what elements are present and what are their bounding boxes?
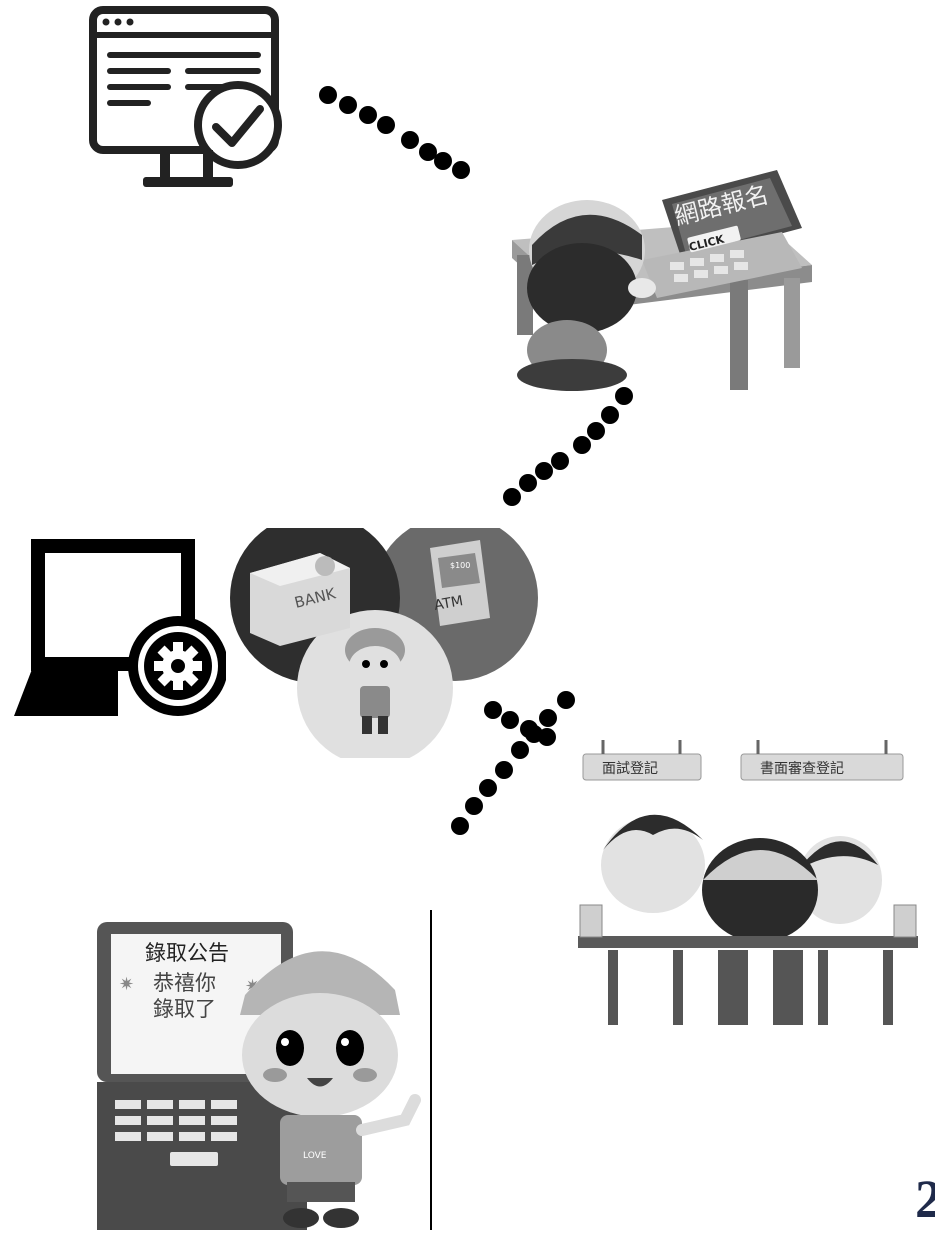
svg-text:✷: ✷: [119, 974, 134, 994]
congrats-line-2: 錄取了: [153, 997, 216, 1021]
online-registration-illustration: 網路報名 CLICK: [512, 170, 812, 398]
interview-sign: 面試登記: [602, 760, 658, 777]
congrats-line-1: 恭禧你: [153, 971, 216, 995]
registration-desk-illustration: 面試登記 書面審查登記: [578, 740, 918, 1025]
admission-announcement-illustration: 錄取公告 恭禧你 錄取了 ✷ ✷ LOVE: [95, 920, 435, 1232]
document-review-sign: 書面審查登記: [760, 760, 844, 777]
shirt-text: LOVE: [303, 1151, 327, 1161]
announcement-title: 錄取公告: [145, 941, 229, 965]
connector-dots: [500, 385, 635, 510]
laptop-gear-icon: [14, 538, 226, 718]
atm-amount: $100: [450, 561, 470, 570]
connector-dots: [448, 688, 578, 838]
web-form-check-icon: [88, 5, 288, 193]
page-number: 2: [915, 1172, 935, 1226]
connector-dots: [318, 85, 478, 185]
